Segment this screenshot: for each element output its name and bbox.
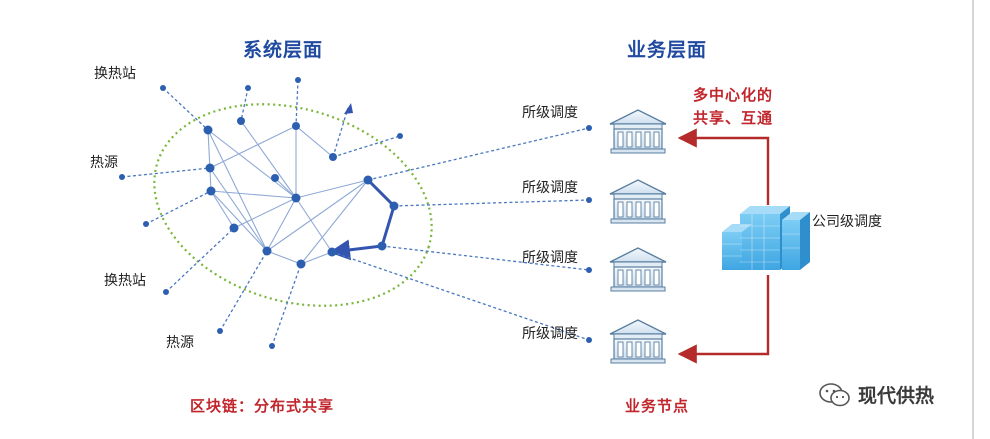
heat-source-label-top: 热源 [90, 155, 118, 171]
dispatch-link-ends [586, 125, 592, 343]
dispatch-building-icon-1 [609, 109, 667, 154]
company-building-icon [722, 206, 810, 270]
mesh-nodes [203, 117, 399, 269]
dispatch-links [331, 127, 590, 341]
dispatch-label-1: 所级调度 [522, 105, 578, 121]
spoke-arrow-head [344, 103, 353, 114]
dispatch-label-3: 所级调度 [522, 250, 578, 266]
wechat-icon [819, 382, 850, 406]
image-frame-edge [972, 0, 974, 439]
decentralized-sharing-line2: 共享、互通 [693, 109, 774, 127]
business-nodes-caption: 业务节点 [625, 397, 690, 415]
consensus-path [329, 178, 396, 261]
mesh-edges [207, 120, 369, 265]
company-dispatch-label: 公司级调度 [812, 214, 882, 230]
dispatch-building-icon-4 [609, 319, 667, 364]
business-layer-heading: 业务层面 [627, 39, 708, 61]
mesh-spokes [121, 79, 401, 347]
watermark: 现代供热 [818, 381, 934, 408]
dispatch-label-2: 所级调度 [522, 180, 578, 196]
dispatch-label-4: 所级调度 [522, 326, 578, 342]
company-share-arrows [677, 128, 770, 364]
heat-source-label-bottom: 热源 [166, 335, 194, 351]
blockchain-boundary-ellipse [153, 103, 433, 307]
dispatch-building-icon-3 [609, 247, 667, 292]
decentralized-sharing-line1: 多中心化的 [693, 86, 774, 104]
heat-station-label-bottom: 换热站 [104, 273, 146, 289]
system-layer-heading: 系统层面 [243, 39, 324, 61]
dispatch-building-icon-2 [609, 179, 667, 224]
heat-station-label-top: 换热站 [94, 66, 136, 82]
watermark-text: 现代供热 [858, 385, 935, 407]
outer-nodes [119, 77, 403, 349]
blockchain-caption: 区块链：分布式共享 [190, 397, 335, 415]
